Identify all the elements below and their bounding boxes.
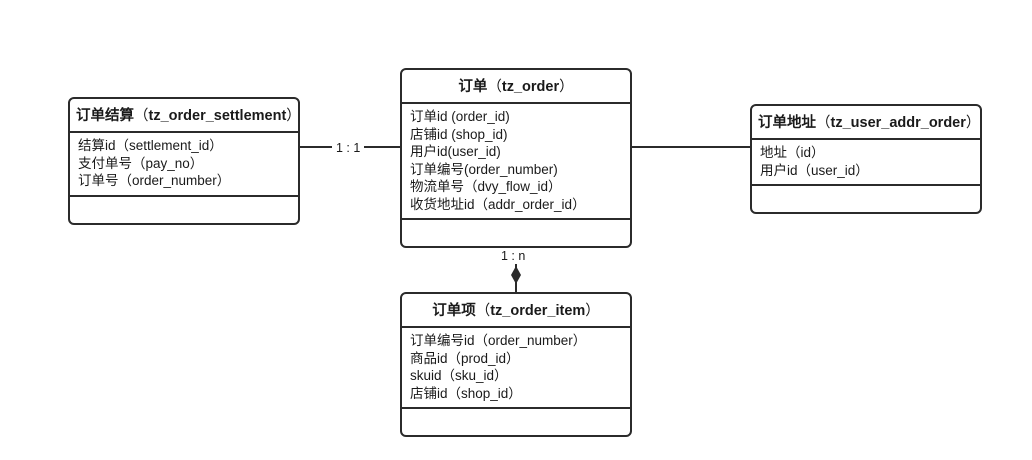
diamond-arrowhead-lower-icon: [511, 275, 521, 284]
attribute-row: 用户id(user_id): [410, 144, 501, 159]
entity-order-settlement[interactable]: 订单结算（tz_order_settlement） 结算id（settlemen…: [68, 97, 300, 225]
attribute-row: 用户id（user_id）: [760, 162, 869, 178]
entity-user-addr-order[interactable]: 订单地址（tz_user_addr_order） 地址（id） 用户id（use…: [750, 104, 982, 214]
paren-close: ）: [286, 108, 298, 124]
entity-order-settlement-footer: [70, 197, 298, 223]
entity-order-footer: [402, 220, 630, 246]
attribute-row: 支付单号（pay_no）: [78, 155, 204, 171]
entity-order-item-name-cn: 订单项: [432, 303, 476, 319]
cardinality-label-order-item: 1 : n: [497, 248, 530, 264]
entity-user-addr-order-name-cn: 订单地址: [758, 115, 816, 131]
entity-order-table-name: tz_order: [501, 79, 560, 95]
entity-order[interactable]: 订单（tz_order） 订单id (order_id) 店铺id (shop_…: [400, 68, 632, 248]
entity-order-item[interactable]: 订单项（tz_order_item） 订单编号id（order_number） …: [400, 292, 632, 437]
attribute-row: 订单编号id（order_number）: [410, 333, 587, 348]
entity-order-item-table-name: tz_order_item: [490, 303, 586, 319]
entity-order-header: 订单（tz_order）: [402, 70, 630, 104]
entity-order-settlement-attributes: 结算id（settlement_id） 支付单号（pay_no） 订单号（ord…: [70, 133, 298, 197]
attribute-row: 店铺id (shop_id): [410, 126, 508, 142]
attribute-row: 物流单号（dvy_flow_id）: [410, 179, 562, 194]
paren-close: ）: [585, 303, 600, 319]
attribute-row: 商品id（prod_id）: [410, 350, 520, 366]
entity-order-item-header: 订单项（tz_order_item）: [402, 294, 630, 328]
paren-open: （: [134, 108, 149, 124]
entity-user-addr-order-footer: [752, 186, 980, 212]
entity-order-attributes: 订单id (order_id) 店铺id (shop_id) 用户id(user…: [402, 104, 630, 220]
paren-open: （: [475, 303, 491, 319]
entity-order-settlement-header: 订单结算（tz_order_settlement）: [70, 99, 298, 133]
diamond-arrowhead-upper-icon: [511, 266, 521, 275]
entity-order-name-cn: 订单: [458, 79, 488, 95]
attribute-row: 收货地址id（addr_order_id）: [410, 196, 586, 212]
attribute-row: 订单id (order_id): [410, 109, 510, 124]
entity-user-addr-order-table-name: tz_user_addr_order: [830, 115, 966, 131]
attribute-row: 地址（id）: [760, 145, 825, 160]
entity-order-settlement-table-name: tz_order_settlement: [148, 108, 287, 124]
paren-close: ）: [559, 79, 574, 95]
entity-order-item-footer: [402, 409, 630, 435]
entity-order-settlement-name-cn: 订单结算: [76, 108, 134, 124]
entity-user-addr-order-header: 订单地址（tz_user_addr_order）: [752, 106, 980, 140]
attribute-row: 订单编号(order_number): [410, 161, 558, 177]
connector-order-address: [631, 146, 751, 148]
attribute-row: skuid（sku_id）: [410, 368, 508, 383]
attribute-row: 结算id（settlement_id）: [78, 138, 223, 153]
entity-order-item-attributes: 订单编号id（order_number） 商品id（prod_id） skuid…: [402, 328, 630, 409]
paren-open: （: [487, 79, 502, 95]
paren-open: （: [816, 115, 831, 131]
attribute-row: 店铺id（shop_id）: [410, 385, 522, 401]
attribute-row: 订单号（order_number）: [78, 173, 231, 188]
cardinality-label-settlement-order: 1 : 1: [332, 140, 365, 156]
entity-user-addr-order-attributes: 地址（id） 用户id（user_id）: [752, 140, 980, 186]
paren-close: ）: [965, 115, 980, 131]
